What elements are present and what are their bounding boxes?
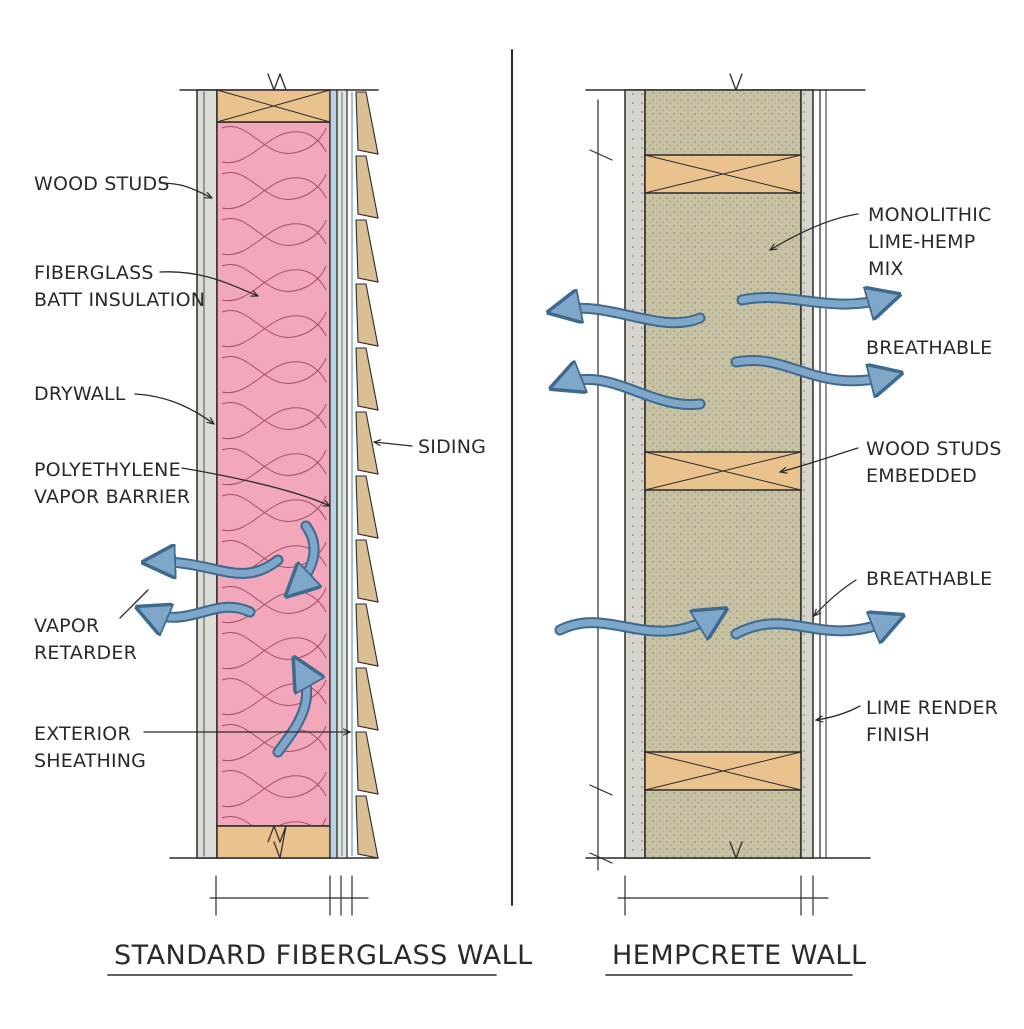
label-lime-render-line1: LIME RENDER <box>866 697 998 719</box>
right-vertical-dimension <box>589 99 613 871</box>
breathable-flow-arrows <box>560 298 892 634</box>
label-exterior-sheathing-line1: EXTERIOR <box>34 723 131 745</box>
batt-swirl <box>221 448 327 486</box>
label-fiberglass-line2: BATT INSULATION <box>34 289 205 311</box>
batt-swirl <box>221 172 327 210</box>
siding-board <box>355 155 379 219</box>
fiberglass-wall-title: STANDARD FIBERGLASS WALL <box>114 940 533 971</box>
label-vapor-retarder-line2: RETARDER <box>34 642 137 664</box>
top-plate <box>216 73 331 123</box>
embedded-stud-top <box>644 154 802 194</box>
batt-swirl <box>221 310 327 348</box>
batt-swirl <box>221 770 327 808</box>
label-wood-studs-embedded-line2: EMBEDDED <box>866 465 977 487</box>
label-drywall: DRYWALL <box>34 383 126 405</box>
interior-lime-render <box>624 89 646 859</box>
embedded-stud-middle <box>644 451 802 491</box>
siding-board <box>355 539 379 603</box>
hempcrete-wall-section: MONOLITHIC LIME-HEMP MIX BREATHABLE WOOD… <box>560 73 1002 976</box>
label-lime-render-line2: FINISH <box>866 724 930 746</box>
right-leader-lines <box>770 213 861 720</box>
siding-board <box>355 795 379 859</box>
batt-swirl <box>221 356 327 394</box>
hempcrete-wall-title: HEMPCRETE WALL <box>612 940 867 971</box>
label-monolithic-line2: LIME-HEMP <box>868 231 975 253</box>
label-breathable-lower: BREATHABLE <box>866 568 992 590</box>
batt-swirl <box>221 264 327 302</box>
hempcrete-wall-labels: MONOLITHIC LIME-HEMP MIX BREATHABLE WOOD… <box>866 204 1002 746</box>
label-vapor-retarder-line1: VAPOR <box>34 615 99 637</box>
siding-board <box>355 91 379 155</box>
left-dimension-line <box>209 875 369 916</box>
fiberglass-wall-labels: WOOD STUDS FIBERGLASS BATT INSULATION DR… <box>34 173 486 772</box>
siding-board <box>355 475 379 539</box>
batt-swirl <box>221 402 327 440</box>
left-leader-lines <box>119 182 413 732</box>
fiberglass-wall-section: WOOD STUDS FIBERGLASS BATT INSULATION DR… <box>34 73 533 976</box>
label-siding: SIDING <box>418 436 486 458</box>
lime-render-finish-layer <box>800 89 814 859</box>
label-monolithic-line1: MONOLITHIC <box>868 204 991 226</box>
siding-board <box>355 411 379 475</box>
label-wood-studs-embedded-line1: WOOD STUDS <box>866 438 1002 460</box>
label-fiberglass-line1: FIBERGLASS <box>34 262 154 284</box>
siding-board <box>355 347 379 411</box>
label-polyethylene-line2: VAPOR BARRIER <box>34 486 190 508</box>
label-polyethylene-line1: POLYETHYLENE <box>34 459 181 481</box>
label-breathable-upper: BREATHABLE <box>866 337 992 359</box>
label-wood-studs: WOOD STUDS <box>34 173 170 195</box>
siding-board <box>355 667 379 731</box>
siding-board <box>355 219 379 283</box>
batt-swirl <box>221 126 327 164</box>
siding-boards <box>355 91 379 859</box>
siding-board <box>355 731 379 795</box>
embedded-stud-bottom <box>644 751 802 791</box>
fiberglass-batt <box>216 121 331 827</box>
bottom-plate <box>216 825 331 859</box>
siding-board <box>355 283 379 347</box>
vapor-barrier-layer <box>329 89 338 859</box>
vapor-flow-arrows-left <box>148 520 314 758</box>
label-exterior-sheathing-line2: SHEATHING <box>34 750 146 772</box>
label-monolithic-line3: MIX <box>868 258 904 280</box>
siding-board <box>355 603 379 667</box>
batt-swirl <box>221 218 327 256</box>
right-dimension-line <box>617 875 829 916</box>
